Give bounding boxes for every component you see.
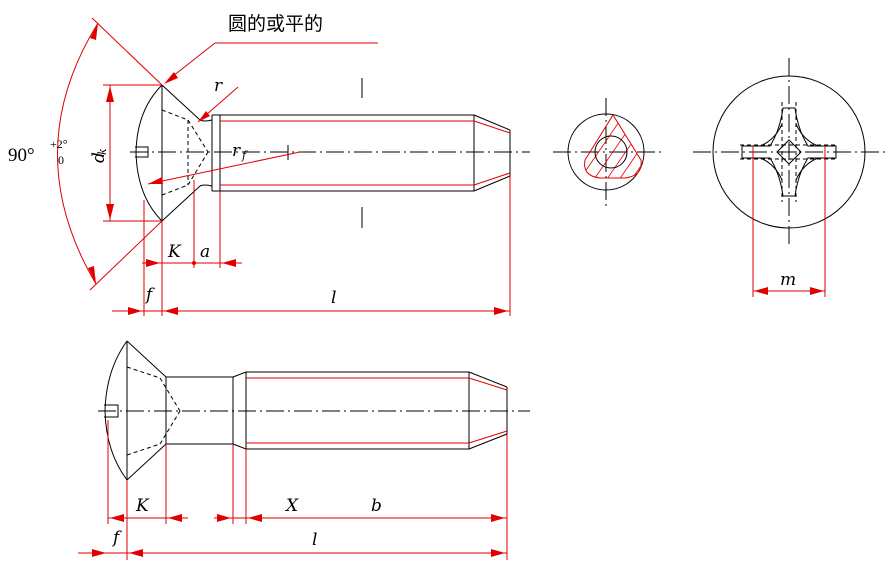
- angle-value: 90°: [8, 145, 35, 166]
- b-label: b: [371, 496, 382, 516]
- thread-cross-section: [553, 98, 664, 208]
- k2-label: K: [135, 496, 150, 516]
- rf-label: r: [232, 141, 241, 161]
- a-label: a: [200, 242, 210, 262]
- f-l-dimension: f l: [112, 176, 511, 316]
- rf-leader: r f: [147, 141, 301, 185]
- note-text: 圆的或平的: [228, 13, 323, 35]
- head-end-view: m: [693, 58, 888, 297]
- dk-subscript: k: [96, 148, 109, 155]
- r-leader: r: [197, 76, 239, 123]
- m-dimension: m: [752, 146, 826, 297]
- angle-dimension: 90° +2° 0: [8, 17, 163, 291]
- x-label: X: [284, 496, 299, 516]
- k-label: K: [167, 242, 182, 262]
- bottom-screw-head: [104, 340, 181, 481]
- dk-dimension: d k: [89, 84, 162, 222]
- k-x-b-dimension: K X b: [107, 420, 508, 560]
- bottom-side-view: K X b f l: [78, 340, 530, 560]
- rf-subscript: f: [241, 149, 248, 162]
- f2-l2-dimension: f l: [78, 528, 507, 557]
- f2-label: f: [111, 528, 122, 548]
- note-leader: 圆的或平的: [164, 13, 378, 84]
- k-a-dimension: K a: [142, 180, 242, 268]
- top-side-view: 90° +2° 0 圆的或平的 d k r: [8, 13, 530, 316]
- angle-tol-upper: +2°: [50, 137, 68, 151]
- angle-tol-lower: 0: [58, 153, 64, 167]
- phillips-recess-icon: [740, 102, 838, 202]
- f-label: f: [144, 285, 155, 305]
- m-label: m: [780, 270, 796, 290]
- dk-label: d: [89, 152, 109, 163]
- l2-label: l: [312, 530, 317, 550]
- r-label: r: [214, 76, 223, 96]
- top-screw-head: [135, 84, 213, 222]
- top-screw-shank: [211, 114, 511, 192]
- l-label: l: [331, 288, 336, 308]
